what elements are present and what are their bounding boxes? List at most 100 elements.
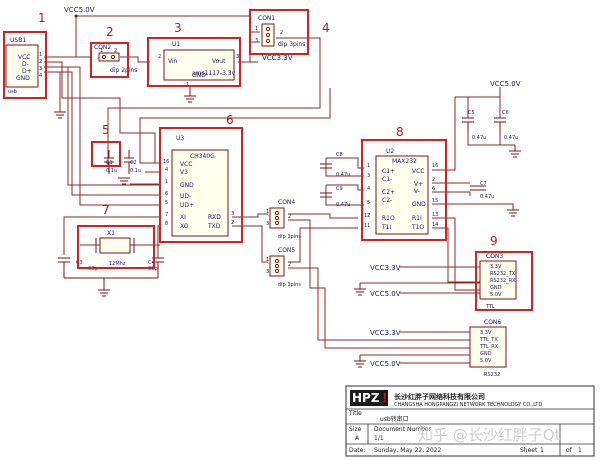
title-value: usb转串口 — [380, 415, 409, 423]
u3-pin-num-3: 6 — [165, 191, 168, 197]
title-block: HPZ ! 长沙红胖子网络科技有限公司 CHANGSHA HONGPANGZI … — [345, 385, 595, 457]
gnd-con6 — [354, 355, 366, 368]
annotation-box-5 — [91, 141, 121, 167]
con5-value: dip 3pins — [278, 282, 301, 288]
annotation-label-8: 8 — [396, 125, 404, 139]
con6-connector: CON6 3.3V TTL_TX TTL_RX GND 5.0V RS232 — [469, 319, 507, 378]
u2-rnum-3: 15 — [432, 198, 438, 204]
u3-value: CH340G — [190, 153, 215, 160]
con2-ref: CON2 — [94, 44, 111, 51]
usb1-num-4: 4 — [39, 73, 42, 79]
u3-pin-num-0: 16 — [163, 159, 169, 165]
u3-pin-name-5: XI — [180, 214, 186, 221]
annotation-box-2 — [90, 42, 129, 78]
u3-pin-num-1: 4 — [165, 167, 168, 173]
annotation-box-7 — [77, 225, 155, 269]
vcc33-label-con3: VCC3.3V — [370, 264, 401, 272]
date-value: Sunday, May 22, 2022 — [374, 447, 441, 454]
con4-ref: CON4 — [278, 199, 295, 206]
x1-crystal: X1 12Mhz — [95, 230, 135, 267]
c7-value: 0.47u — [480, 194, 494, 200]
c5-ref: C5 — [468, 110, 475, 116]
con5-jumper: CON5 1 2 3 dip 3pins — [266, 247, 301, 288]
usb1-pin-gnd: GND — [16, 75, 30, 82]
logo-text: HPZ — [352, 391, 380, 405]
u3-pin-name-3: UD- — [180, 193, 191, 200]
gnd-u1 — [184, 86, 196, 103]
u3-pin-name-0: VCC — [180, 161, 192, 168]
c6-ref: C6 — [502, 110, 509, 116]
u2-lname-2: C2+ — [382, 189, 395, 196]
u1-pin-3: 3 — [236, 54, 239, 60]
u3-rpin-name-0: RXD — [208, 214, 221, 221]
u2-lnum-3: 5 — [367, 200, 370, 206]
u2-rname-3: GND — [412, 201, 426, 208]
u2-rnum-4: 13 — [432, 212, 438, 218]
u2-lname-3: C2- — [382, 197, 392, 204]
con3-pin-3: GND — [490, 285, 502, 291]
c5-capacitor: C5 0.47u — [462, 110, 486, 141]
vcc5-label-max232: VCC5.0V — [490, 80, 521, 88]
gnd-c7 — [507, 209, 519, 217]
u3-pin-name-1: V3 — [180, 169, 188, 176]
con5-num-1: 1 — [266, 257, 269, 263]
annotation-box-9 — [475, 251, 533, 311]
annotation-box-6 — [159, 127, 243, 243]
con6-ref: CON6 — [484, 319, 501, 326]
size-value: A — [355, 435, 360, 442]
size-label: Size — [349, 426, 362, 433]
annotation-box-3 — [147, 37, 241, 87]
con3-ref: CON3 — [486, 253, 503, 260]
u2-rnum-0: 16 — [432, 163, 438, 169]
annotation-box-8 — [361, 139, 447, 241]
u2-rnum-1: 2 — [432, 177, 435, 183]
vcc33-label-con6: VCC3.3V — [370, 329, 401, 337]
sheet-label: Sheet — [520, 447, 538, 454]
title-label: Title — [348, 410, 362, 417]
con1-ref: CON1 — [258, 15, 275, 22]
c8-value: 0.47u — [336, 172, 350, 178]
of-value: 1 — [578, 447, 582, 454]
u3-rpin-name-1: TXD — [207, 223, 221, 230]
wires — [44, 15, 515, 364]
con6-pin-3: GND — [480, 351, 492, 357]
u2-rname-2: V- — [414, 188, 420, 195]
con4-num-3: 3 — [266, 221, 269, 227]
c6-value: 0.47u — [504, 135, 518, 141]
u2-ref: U2 — [386, 148, 394, 155]
ground-symbols — [54, 86, 521, 368]
con2-num-1: 1 — [100, 48, 103, 54]
u2-lname-5: T1I — [381, 224, 391, 231]
usb1-pin-dplus: D+ — [22, 68, 32, 75]
u3-pin-name-6: XO — [180, 223, 189, 230]
gnd-c1c2 — [118, 177, 130, 185]
c1-ref: C1 — [106, 160, 113, 166]
x1-ref: X1 — [107, 230, 115, 237]
u1-vin: Vin — [168, 58, 178, 65]
con5-num-2: 2 — [288, 262, 291, 268]
annotation-label-2: 2 — [106, 25, 114, 39]
con3-pin-4: 5.0V — [490, 292, 502, 298]
u2-lnum-2: 4 — [367, 186, 370, 192]
u3-ref: U3 — [176, 135, 184, 142]
con5-num-3: 3 — [266, 269, 269, 275]
u3-pin-num-4: 5 — [165, 200, 168, 206]
con5-ref: CON5 — [278, 247, 295, 254]
annotation-label-6: 6 — [226, 113, 234, 127]
con3-connector: CON3 3.3V RS232_TX RS232_RX GND 5.0V TTL — [479, 253, 517, 310]
vcc33-label-u1: VCC3.3V — [262, 54, 293, 62]
u2-rname-0: VCC — [412, 168, 424, 175]
u2-rnum-2: 6 — [432, 186, 435, 192]
u2-lname-4: R1O — [382, 215, 395, 222]
u2-rname-4: R1I — [412, 215, 422, 222]
annotation-label-3: 3 — [174, 21, 182, 35]
con3-pin-1: RS232_TX — [490, 271, 516, 277]
u3-pin-name-2: GND — [180, 182, 194, 189]
c9-capacitor: C9 0.47u — [320, 186, 350, 208]
c2-capacitor: C2 0.1u — [124, 150, 141, 174]
con3-pin-0: 3.3V — [490, 264, 502, 270]
u3-pin-num-6: 8 — [165, 221, 168, 227]
c2-value: 0.1u — [130, 168, 141, 174]
annotation-label-7: 7 — [102, 203, 110, 217]
con3-foot: TTL — [485, 304, 495, 310]
